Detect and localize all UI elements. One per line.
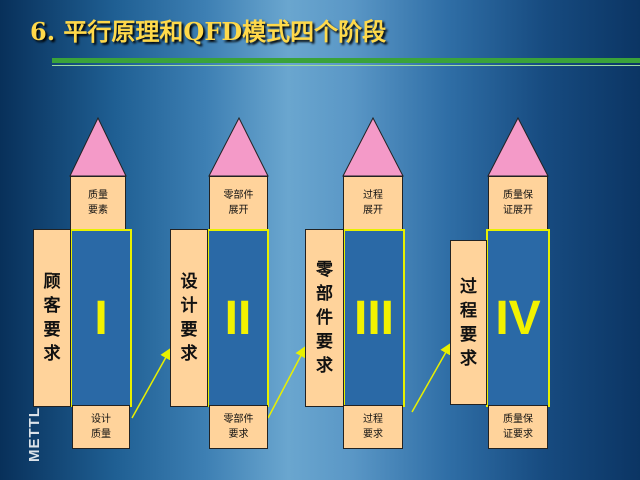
stage-2-numeral: II [207, 229, 269, 407]
stage-1-input-label: 顾 客 要 求 [33, 229, 71, 407]
stage-3-numeral: III [343, 229, 405, 407]
stage-2-input-label: 设 计 要 求 [170, 229, 208, 407]
stage-3-top-label: 过程 展开 [343, 176, 403, 230]
stage-1-bottom-label: 设计 质量 [72, 405, 130, 449]
title-underline-thin [52, 65, 640, 66]
stage-3-bottom-label: 过程 要求 [343, 405, 403, 449]
stage-2-top-label: 零部件 展开 [209, 176, 268, 230]
stage-4-roof [487, 116, 549, 177]
stage-4-bottom-label: 质量保 证要求 [488, 405, 548, 449]
stage-4-input-label: 过 程 要 求 [450, 240, 487, 405]
stage-2-bottom-label: 零部件 要求 [209, 405, 268, 449]
stage-3-roof [342, 116, 404, 177]
stage-4-numeral: IV [486, 229, 550, 407]
title-underline [52, 58, 640, 63]
stage-3-input-label: 零 部 件 要 求 [305, 229, 344, 407]
connector-arrow-3-4 [411, 342, 452, 413]
slide-title: 6. 平行原理和QFD模式四个阶段 [30, 17, 387, 46]
stage-2-roof [208, 116, 269, 177]
connector-arrow-1-2 [131, 347, 172, 419]
stage-1-roof [69, 116, 127, 177]
connector-arrow-2-3 [267, 345, 307, 419]
stage-1-top-label: 质量 要素 [70, 176, 126, 230]
stage-4-top-label: 质量保 证展开 [488, 176, 548, 230]
stage-1-numeral: I [70, 229, 132, 407]
